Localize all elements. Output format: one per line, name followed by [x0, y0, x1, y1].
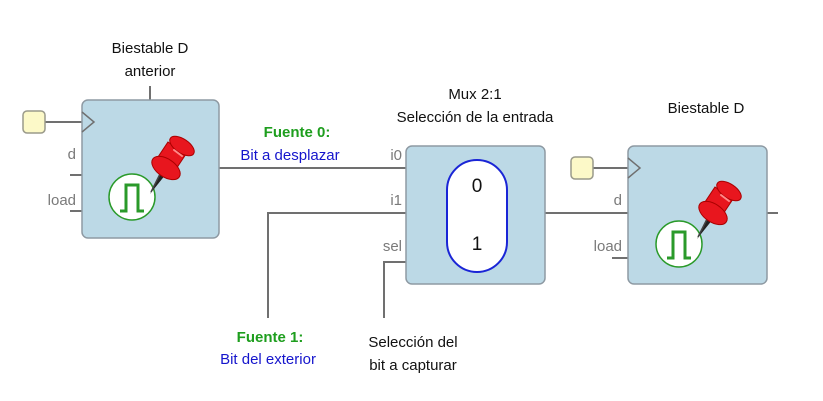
clock-triangle-icon [627, 157, 642, 179]
flipflop-previous-body [81, 99, 220, 239]
pulse-icon [655, 220, 703, 268]
source0-label-2: Bit a desplazar [240, 147, 339, 164]
source0-label-1: Fuente 0: [264, 124, 331, 141]
mux-port-i0: i0 [390, 147, 402, 164]
clock-triangle-icon [81, 111, 96, 133]
flipflop-next[interactable] [627, 145, 768, 285]
mux-port-sel: sel [383, 238, 402, 255]
select-note-2: bit a capturar [369, 357, 457, 374]
wires [45, 86, 778, 318]
clock-input-square-next[interactable] [570, 156, 594, 180]
mux-port-i1: i1 [390, 192, 402, 209]
flipflop-next-port-d: d [614, 192, 622, 209]
pulse-icon [108, 173, 156, 221]
mux-value-0: 0 [472, 176, 483, 197]
flipflop-next-body [627, 145, 768, 285]
mux-block[interactable] [405, 145, 546, 285]
mux-title-2: Selección de la entrada [397, 109, 554, 126]
flipflop-next-port-load: load [594, 238, 622, 255]
flipflop-next-title: Biestable D [668, 100, 745, 117]
flipflop-previous-title-1: Biestable D [112, 40, 189, 57]
flipflop-previous[interactable] [81, 99, 220, 239]
flipflop-previous-port-d: d [68, 146, 76, 163]
source1-label-2: Bit del exterior [220, 351, 316, 368]
mux-value-1: 1 [472, 234, 483, 255]
wire-source1 [267, 212, 406, 318]
mux-title-1: Mux 2:1 [448, 86, 501, 103]
flipflop-previous-title-2: anterior [125, 63, 176, 80]
source1-label-1: Fuente 1: [237, 329, 304, 346]
select-note-1: Selección del [368, 334, 457, 351]
flipflop-previous-port-load: load [48, 192, 76, 209]
pulse-waveform [120, 183, 144, 213]
mux-selector-oval [446, 159, 508, 273]
clock-input-square-prev[interactable] [22, 110, 46, 134]
pulse-waveform [667, 230, 691, 260]
wire-select [383, 261, 406, 318]
